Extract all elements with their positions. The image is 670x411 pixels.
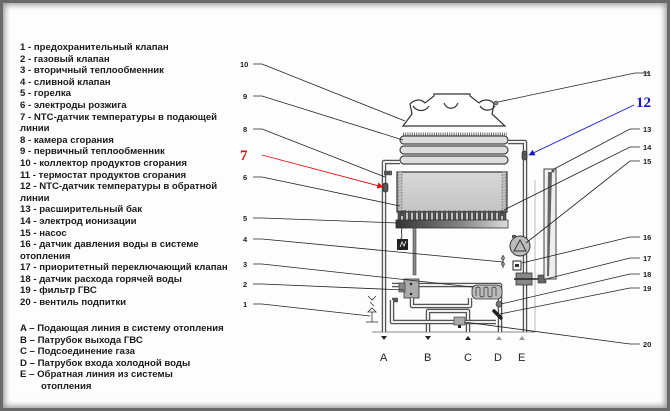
secondary-heat-exchanger-icon (471, 284, 503, 300)
legend-item-4: 4 - сливной клапан (20, 76, 111, 88)
connection-label-a: A (380, 352, 388, 364)
connection-item-c: C – Подсоединение газа (20, 346, 135, 358)
dhw-gas-pipes (389, 298, 496, 332)
legend-item-6: 6 - электроды розжига (20, 99, 127, 111)
callout-16: 16 (643, 233, 651, 242)
callout-7: 7 (240, 148, 248, 164)
legend-item-9: 9 - первичный теплообменник (20, 146, 165, 158)
callout-2: 2 (243, 280, 247, 289)
gas-supply-pipe (412, 227, 417, 276)
callout-7-arrow (261, 154, 384, 189)
connection-item-e: E – Обратная линия из системы (20, 369, 173, 381)
legend-item-19: 19 - фильтр ГВС (20, 285, 97, 297)
connection-label-b: B (424, 352, 431, 364)
ntc-supply-sensor-icon (382, 182, 389, 193)
connection-label-c: C (464, 352, 472, 364)
diverter-valve-icon (514, 272, 547, 286)
legend-item-14: 14 - электрод ионизации (20, 215, 137, 227)
callout-17: 17 (643, 254, 651, 263)
pressure-sensor-icon (512, 260, 522, 271)
flue-collector (401, 93, 507, 127)
ntc-return-sensor-icon (521, 150, 528, 161)
flue-thermostat-icon (493, 100, 499, 106)
callout-5: 5 (243, 214, 247, 223)
connection-item-d: D – Патрубок входа холодной воды (20, 357, 191, 369)
legend-item-2: 2 - газовый клапан (20, 53, 110, 65)
dhw-filter-icon (492, 309, 503, 320)
pump-icon (509, 235, 531, 257)
legend-item-16: 16 - датчик давления воды в системе (20, 239, 199, 251)
legend-item-10: 10 - коллектор продуктов сгорания (20, 157, 187, 169)
connection-label-e: E (518, 352, 525, 364)
callout-8: 8 (243, 125, 247, 134)
legend-item-7: 7 - NTC-датчик температуры в подающей (20, 111, 218, 123)
callout-13: 13 (643, 125, 651, 134)
connection-stubs (381, 336, 525, 340)
legend-item-8: 8 - камера сгорания (20, 134, 114, 146)
combustion-chamber (396, 171, 508, 213)
connection-label-d: D (494, 352, 502, 364)
callout-3: 3 (243, 260, 247, 269)
legend-item-18: 18 - датчик расхода горячей воды (20, 273, 182, 285)
callout-6: 6 (243, 173, 247, 182)
callout-11: 11 (643, 69, 651, 78)
drain-valve-icon (501, 255, 505, 268)
connection-item-b: B – Патрубок выхода ГВС (20, 334, 143, 346)
callout-10: 10 (240, 60, 248, 69)
connection-item-a: A – Подающая линия в систему отопления (20, 323, 224, 334)
legend-item-12: 12 - NTC-датчик температуры в обратной (20, 181, 218, 193)
legend-item-1: 1 - предохранительный клапан (20, 42, 169, 53)
safety-valve-icon (366, 295, 378, 323)
connection-item-e-continuation: отопления (41, 380, 92, 392)
legend-item-5: 5 - горелка (20, 88, 72, 100)
callout-14: 14 (643, 143, 652, 152)
callout-19: 19 (643, 284, 651, 293)
gas-valve-icon (398, 278, 420, 299)
legend-item-12-continuation: линии (20, 192, 50, 204)
callout-20: 20 (643, 340, 651, 349)
callout-12: 12 (636, 95, 651, 111)
legend-item-3: 3 - вторичный теплообменник (20, 65, 164, 77)
callout-15: 15 (643, 157, 651, 166)
callout-4: 4 (243, 235, 248, 244)
legend-item-11: 11 - термостат продуктов сгорания (20, 169, 187, 181)
legend-item-20: 20 - вентиль подпитки (20, 297, 127, 309)
callout-12-arrow (528, 104, 635, 156)
legend-item-13: 13 - расширительный бак (20, 204, 143, 216)
make-up-valve-icon (453, 316, 466, 326)
legend-item-16-continuation: отопления (20, 250, 71, 262)
callout-18: 18 (643, 270, 651, 279)
ignition-unit-icon (397, 227, 408, 250)
callout-9: 9 (243, 92, 247, 101)
burner (395, 210, 509, 229)
legend-item-15: 15 - насос (20, 227, 67, 239)
legend-item-17: 17 - приоритетный переключающий клапан (20, 262, 228, 274)
legend-item-7-continuation: линии (20, 123, 50, 135)
callout-1: 1 (243, 300, 247, 309)
leader-lines (253, 63, 650, 345)
primary-heat-exchanger (399, 132, 509, 165)
